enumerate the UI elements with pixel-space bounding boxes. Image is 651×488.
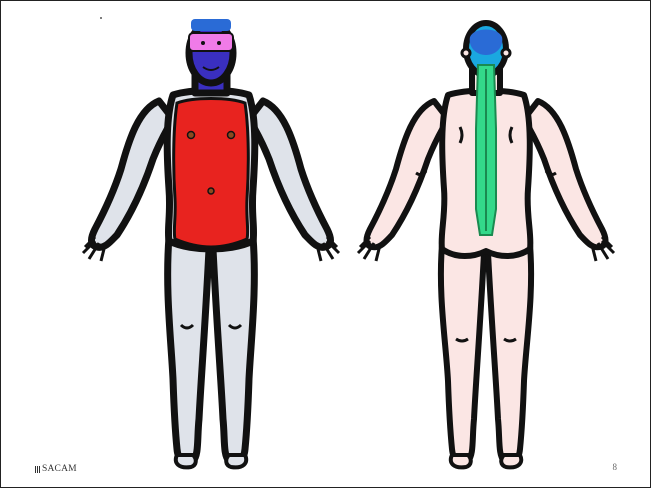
back-right-foot (501, 455, 521, 467)
back-right-leg (488, 245, 531, 463)
front-right-foot (226, 455, 246, 467)
back-left-foot (451, 455, 471, 467)
front-face-band (189, 33, 233, 51)
back-ear-right (502, 49, 510, 57)
body-figure-back (356, 9, 616, 474)
back-left-leg (441, 245, 484, 463)
front-right-leg (213, 237, 254, 463)
footer-brand: SACAM (35, 464, 77, 474)
front-nipple-right (228, 132, 235, 139)
front-navel (208, 188, 214, 194)
front-right-arm (249, 101, 331, 247)
front-hair (191, 19, 231, 31)
page-number: 8 (613, 462, 618, 472)
back-left-arm (367, 101, 449, 247)
front-eye-right (217, 41, 221, 45)
back-right-arm (524, 101, 606, 247)
front-eye-left (201, 41, 205, 45)
back-ear-left (462, 49, 470, 57)
brand-name: SACAM (42, 464, 77, 474)
front-left-arm (92, 101, 174, 247)
brand-logo-icon (35, 466, 41, 473)
front-left-foot (176, 455, 196, 467)
body-figure-front (81, 9, 341, 474)
back-body-drawing (356, 9, 616, 474)
front-left-leg (168, 237, 209, 463)
front-body-drawing (81, 9, 341, 474)
front-nipple-left (188, 132, 195, 139)
front-torso-highlight (174, 99, 249, 248)
